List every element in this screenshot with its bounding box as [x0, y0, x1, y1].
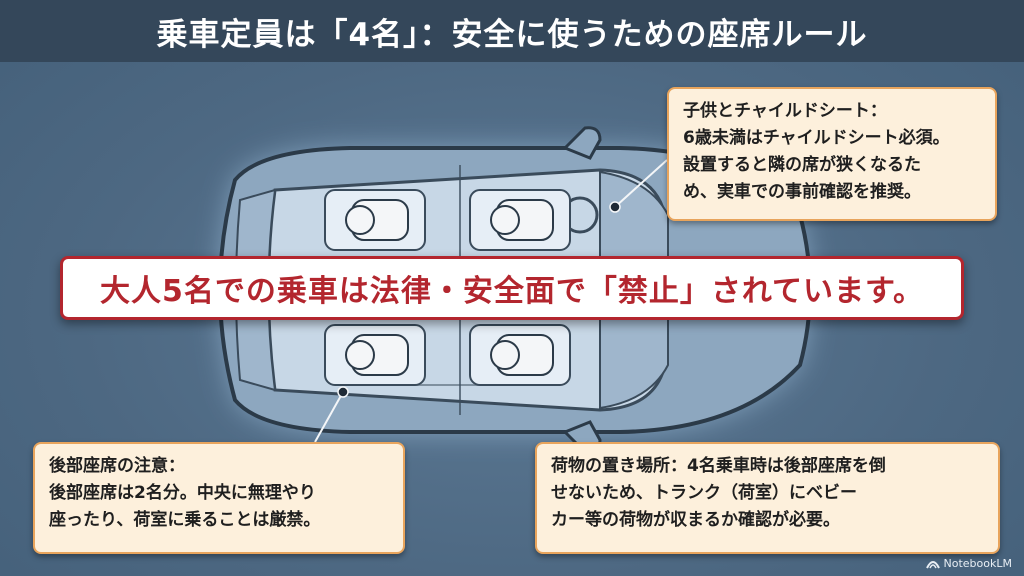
passenger-front-left	[490, 199, 554, 241]
brand-label: NotebookLM	[943, 557, 1012, 570]
callout-rear-line: 座ったり、荷室に乗ることは厳禁。	[49, 510, 321, 530]
passenger-rear-left	[345, 199, 409, 241]
title-bar: 乗車定員は「4名」：安全に使うための座席ルール	[0, 0, 1024, 62]
callout-child-line: め、実車での事前確認を推奨。	[683, 182, 921, 202]
leader-line-rear	[314, 391, 344, 443]
callout-luggage-line: カー等の荷物が収まるか確認が必要。	[551, 510, 840, 530]
callout-child-line: 設置すると隣の席が狭くなるた	[683, 155, 921, 175]
warning-banner-text: 大人5名での乗車は法律・安全面で「禁止」されています。	[100, 274, 924, 309]
page-title: 乗車定員は「4名」：安全に使うための座席ルール	[156, 16, 868, 53]
passenger-front-right	[490, 334, 554, 376]
callout-child-line: 6歳未満はチャイルドシート必須。	[683, 128, 950, 148]
callout-luggage: 荷物の置き場所：4名乗車時は後部座席を倒 せないため、トランク（荷室）にベビー …	[535, 442, 1000, 554]
side-mirror-top	[562, 126, 602, 160]
leader-line-child	[614, 159, 668, 208]
callout-child-line: 子供とチャイルドシート：	[683, 101, 887, 121]
callout-rear-line: 後部座席の注意：	[49, 456, 185, 476]
passenger-rear-right	[345, 334, 409, 376]
warning-banner: 大人5名での乗車は法律・安全面で「禁止」されています。	[60, 256, 964, 320]
brand-watermark: NotebookLM	[925, 557, 1012, 570]
notebooklm-logo-icon	[925, 560, 940, 568]
callout-luggage-line: せないため、トランク（荷室）にベビー	[551, 483, 857, 503]
callout-luggage-line: 荷物の置き場所：4名乗車時は後部座席を倒	[551, 456, 886, 476]
callout-rear-seat: 後部座席の注意： 後部座席は2名分。中央に無理やり 座ったり、荷室に乗ることは厳…	[33, 442, 405, 554]
callout-child-seat: 子供とチャイルドシート： 6歳未満はチャイルドシート必須。 設置すると隣の席が狭…	[667, 87, 997, 221]
callout-rear-line: 後部座席は2名分。中央に無理やり	[49, 483, 316, 503]
